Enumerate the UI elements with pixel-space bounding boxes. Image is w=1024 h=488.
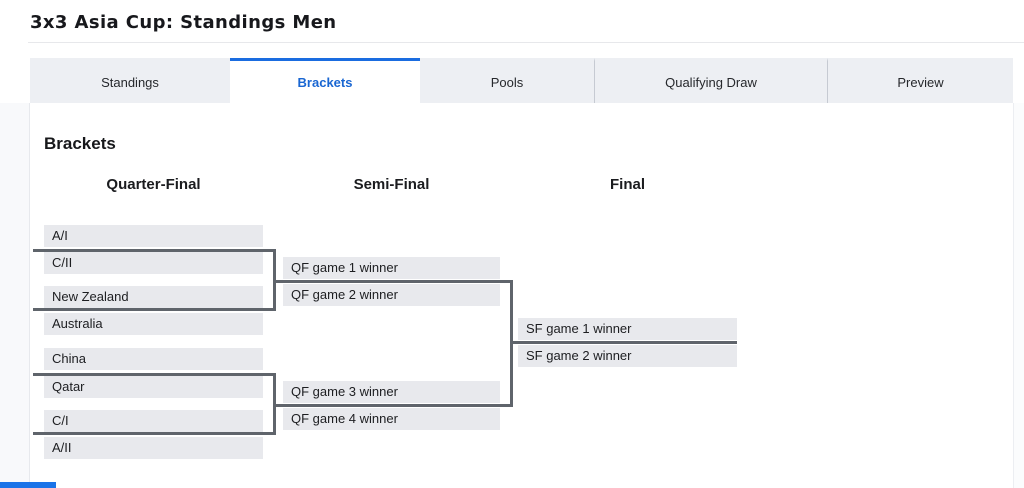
team-slot: C/II [44, 252, 263, 274]
column-header-final: Final [609, 176, 645, 193]
team-slot: A/II [44, 437, 263, 459]
tab-qualifying-draw[interactable]: Qualifying Draw [594, 58, 827, 103]
column-header-semi-final: Semi-Final [353, 176, 430, 193]
column-header-quarter-final: Quarter-Final [106, 176, 201, 193]
team-slot: China [44, 348, 263, 370]
bracket-connector [273, 280, 513, 283]
page-title: 3x3 Asia Cup: Standings Men [30, 12, 337, 33]
section-title: Brackets [44, 134, 116, 153]
tab-brackets[interactable]: Brackets [230, 58, 420, 103]
tab-standings[interactable]: Standings [30, 58, 230, 103]
team-slot: New Zealand [44, 286, 263, 308]
left-gutter [0, 103, 30, 488]
final-slot: SF game 1 winner [518, 318, 737, 340]
semifinal-slot: QF game 4 winner [283, 408, 500, 430]
team-slot: A/I [44, 225, 263, 247]
header-divider [28, 42, 1024, 43]
tab-pools[interactable]: Pools [420, 58, 594, 103]
semifinal-slot: QF game 3 winner [283, 381, 500, 403]
right-gutter [1013, 103, 1024, 488]
bracket-connector [33, 373, 276, 435]
team-slot: C/I [44, 410, 263, 432]
semifinal-slot: QF game 2 winner [283, 284, 500, 306]
team-slot: Australia [44, 313, 263, 335]
team-slot: Qatar [44, 376, 263, 398]
final-slot: SF game 2 winner [518, 345, 737, 367]
tab-preview[interactable]: Preview [827, 58, 1013, 103]
bracket-connector [510, 341, 737, 344]
tab-bar: Standings Brackets Pools Qualifying Draw… [30, 58, 1013, 103]
bracket-connector [273, 404, 513, 407]
bracket-connector [33, 249, 276, 311]
bottom-accent-bar [0, 482, 56, 488]
semifinal-slot: QF game 1 winner [283, 257, 500, 279]
